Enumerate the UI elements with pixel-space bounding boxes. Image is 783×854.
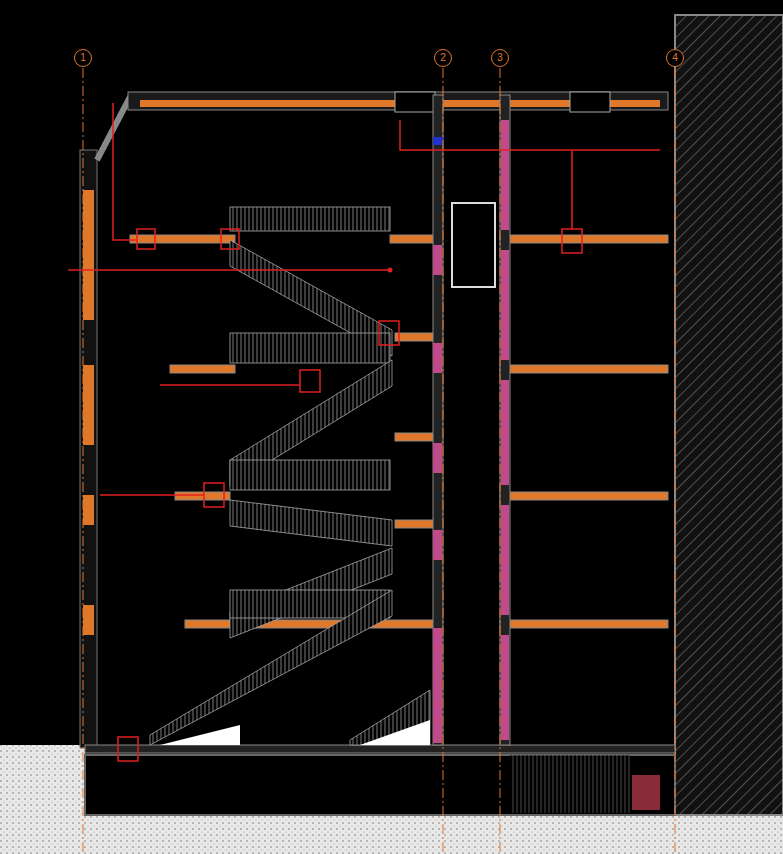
grid-label: 2 <box>440 53 446 63</box>
grid-bubble: 4 <box>666 49 684 67</box>
grid-label: 1 <box>80 53 86 63</box>
grid-bubble: 2 <box>434 49 452 67</box>
grid-label: 4 <box>672 53 678 63</box>
grid-bubble: 1 <box>74 49 92 67</box>
grid-label: 3 <box>497 53 503 63</box>
grid-bubble: 3 <box>491 49 509 67</box>
